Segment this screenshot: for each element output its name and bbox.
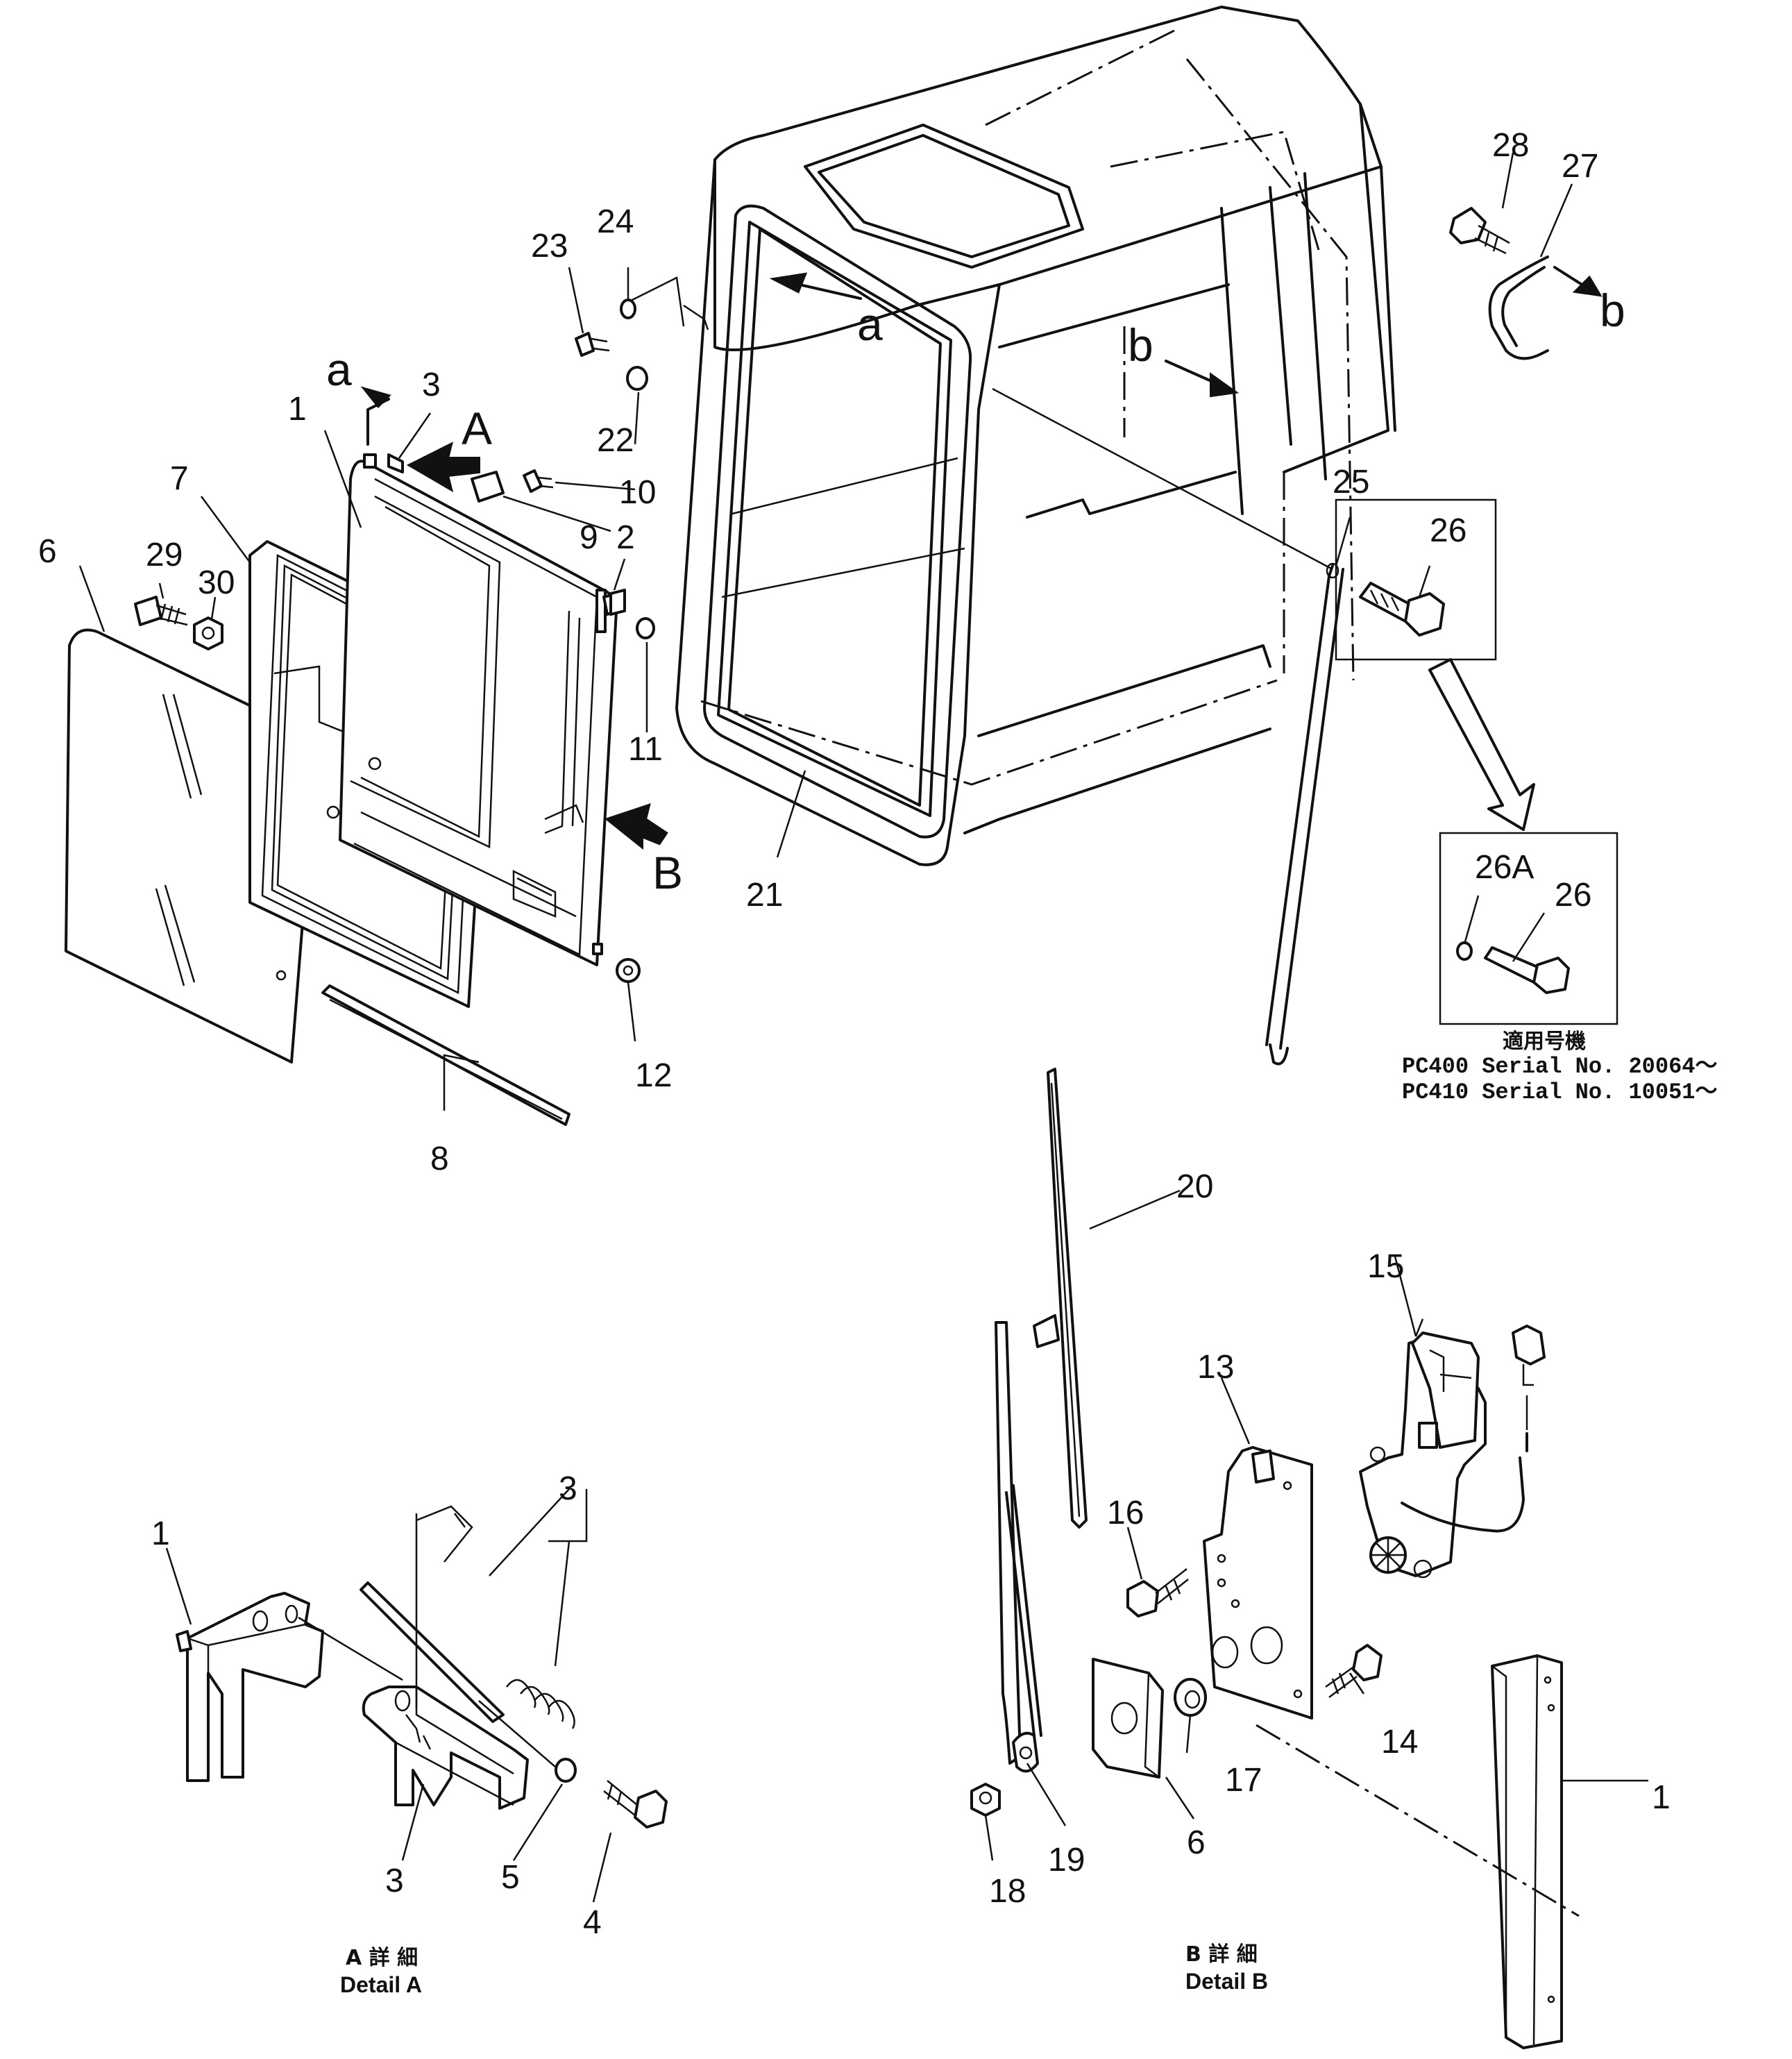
arm-19 [995,1321,1042,1773]
bushing-11 [636,617,655,639]
callout-8: 8 [430,1141,449,1177]
detail-b-caption-en: Detail B [1185,1969,1268,1994]
applicability-line-2: PC410 Serial No. 10051～ [1402,1079,1717,1105]
callout-6: 6 [38,533,57,570]
view-letter-a-frame: a [326,344,352,395]
callout-30: 30 [198,564,235,601]
arrow-head-icon [1210,372,1240,398]
bottom-rail-edge [329,998,563,1120]
callout-1b: 1 [1652,1779,1671,1816]
callout-1: 1 [288,391,307,428]
screw-10 [523,469,554,493]
applicability-title: 適用号機 [1503,1030,1586,1054]
bolt-16 [1126,1568,1189,1617]
bolt-29 [134,596,188,626]
callout-11: 11 [628,731,663,768]
plate-6 [1092,1658,1164,1779]
detail-a-caption-en: Detail A [340,1972,422,1997]
arrow-head-icon [360,386,391,408]
arrow-head-icon [769,272,808,294]
detail-a-callout-1: 1 [151,1515,170,1552]
cab-body [675,6,1396,866]
view-letter-A: A [462,403,492,454]
bracket-9 [471,471,505,503]
detail-b-caption-jp: B 詳 細 [1185,1942,1258,1967]
grommet-17 [1174,1678,1207,1717]
washer-24 [620,299,636,319]
bolt-28 [1449,152,1514,255]
bolt-26A-box [1439,832,1618,1025]
applicability-line-1: PC400 Serial No. 20064～ [1402,1054,1717,1079]
view-letter-a-cab: a [857,299,883,350]
nut-18 [970,1783,1001,1817]
callout-28: 28 [1492,127,1529,164]
callout-10: 10 [619,474,656,511]
detail-a-assembly [176,1489,668,1829]
detail-a-callout-4: 4 [583,1904,602,1941]
leader-line [627,276,685,327]
bolt-14 [1325,1644,1383,1698]
view-letter-b-handle: b [1600,285,1625,336]
latch-3 [387,453,404,473]
detail-a-callout-3-bottom: 3 [385,1863,404,1899]
callout-17: 17 [1225,1762,1262,1799]
callout-21: 21 [746,877,783,914]
view-letter-b-cab: b [1128,319,1153,371]
bracket-plate-13 [1203,1446,1313,1720]
callout-20: 20 [1176,1168,1213,1205]
callout-9: 9 [580,519,598,556]
nut-30 [193,616,223,650]
callout-29: 29 [146,537,183,573]
callout-26-box: 26 [1555,877,1591,914]
detail-a-caption-jp: A 詳 細 [346,1946,418,1970]
arrow-head-icon [1572,275,1603,297]
callout-22: 22 [597,422,634,459]
callout-16: 16 [1107,1495,1144,1531]
rail-20 [1033,1068,1181,1529]
detail-a-callout-5: 5 [501,1859,520,1896]
detail-a-callout-3-top: 3 [559,1470,577,1507]
callout-27: 27 [1562,148,1598,185]
callout-18: 18 [989,1873,1026,1910]
view-letter-B: B [652,847,683,898]
callout-24: 24 [597,203,634,240]
leader-lines [78,267,806,1111]
bushing-12 [616,958,641,983]
pin-2 [609,589,626,616]
leader-lines-detail-a [165,1488,612,1903]
handle-27 [1488,183,1573,360]
callout-3: 3 [422,367,441,403]
callout-12: 12 [635,1057,672,1094]
channel-1 [1491,1654,1648,2049]
phantom-line [1256,1724,1580,1917]
callout-14: 14 [1381,1724,1418,1760]
callout-6b: 6 [1187,1824,1206,1861]
callout-25: 25 [1333,464,1369,501]
leader-lines-detail-b [984,1256,1417,1861]
callout-2: 2 [616,519,635,556]
bolt-26-box [1335,498,1497,661]
view-arrow-A-icon [406,442,480,493]
rod-25 [1265,516,1351,1066]
callout-13: 13 [1197,1349,1234,1386]
callout-23: 23 [531,228,568,264]
callout-26: 26 [1430,512,1466,549]
view-arrow-B-icon [604,802,668,850]
callout-26A: 26A [1475,849,1534,886]
screw-23 [575,332,610,357]
cap-22 [626,366,648,391]
callout-19: 19 [1048,1842,1085,1879]
wiper-motor-15 [1359,1318,1546,1579]
leader-line [683,304,709,330]
callout-15: 15 [1367,1248,1404,1285]
replacement-arrow-icon [1428,658,1535,831]
callout-7: 7 [170,460,189,497]
